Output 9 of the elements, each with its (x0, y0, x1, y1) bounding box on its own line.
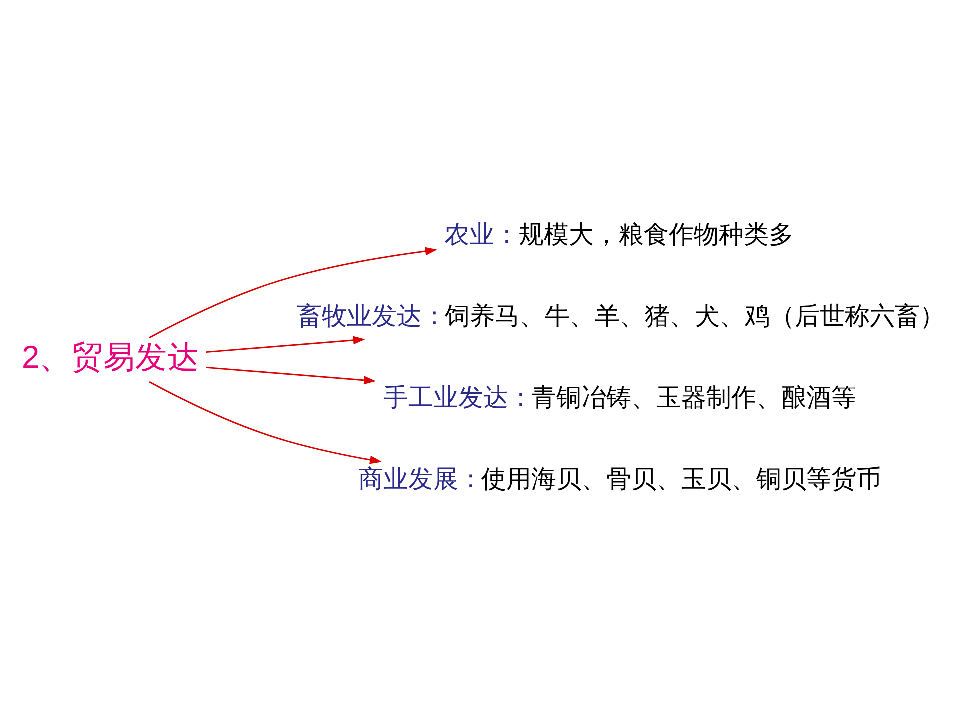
arrow (149, 247, 438, 339)
arrow (149, 381, 382, 464)
node-text: 畜牧业发达：饲养马、牛、羊、猪、犬、鸡（后世称六畜） (296, 302, 945, 330)
node-text: 商业发展：使用海贝、骨贝、玉贝、铜贝等货币 (358, 465, 882, 494)
arrow (206, 366, 376, 385)
arrow (206, 336, 366, 354)
node-text: 农业：规模大，粮食作物种类多 (444, 221, 794, 250)
node-text: 2、贸易发达 (22, 338, 200, 375)
node-text: 手工业发达：青铜冶铸、玉器制作、酿酒等 (383, 384, 856, 412)
